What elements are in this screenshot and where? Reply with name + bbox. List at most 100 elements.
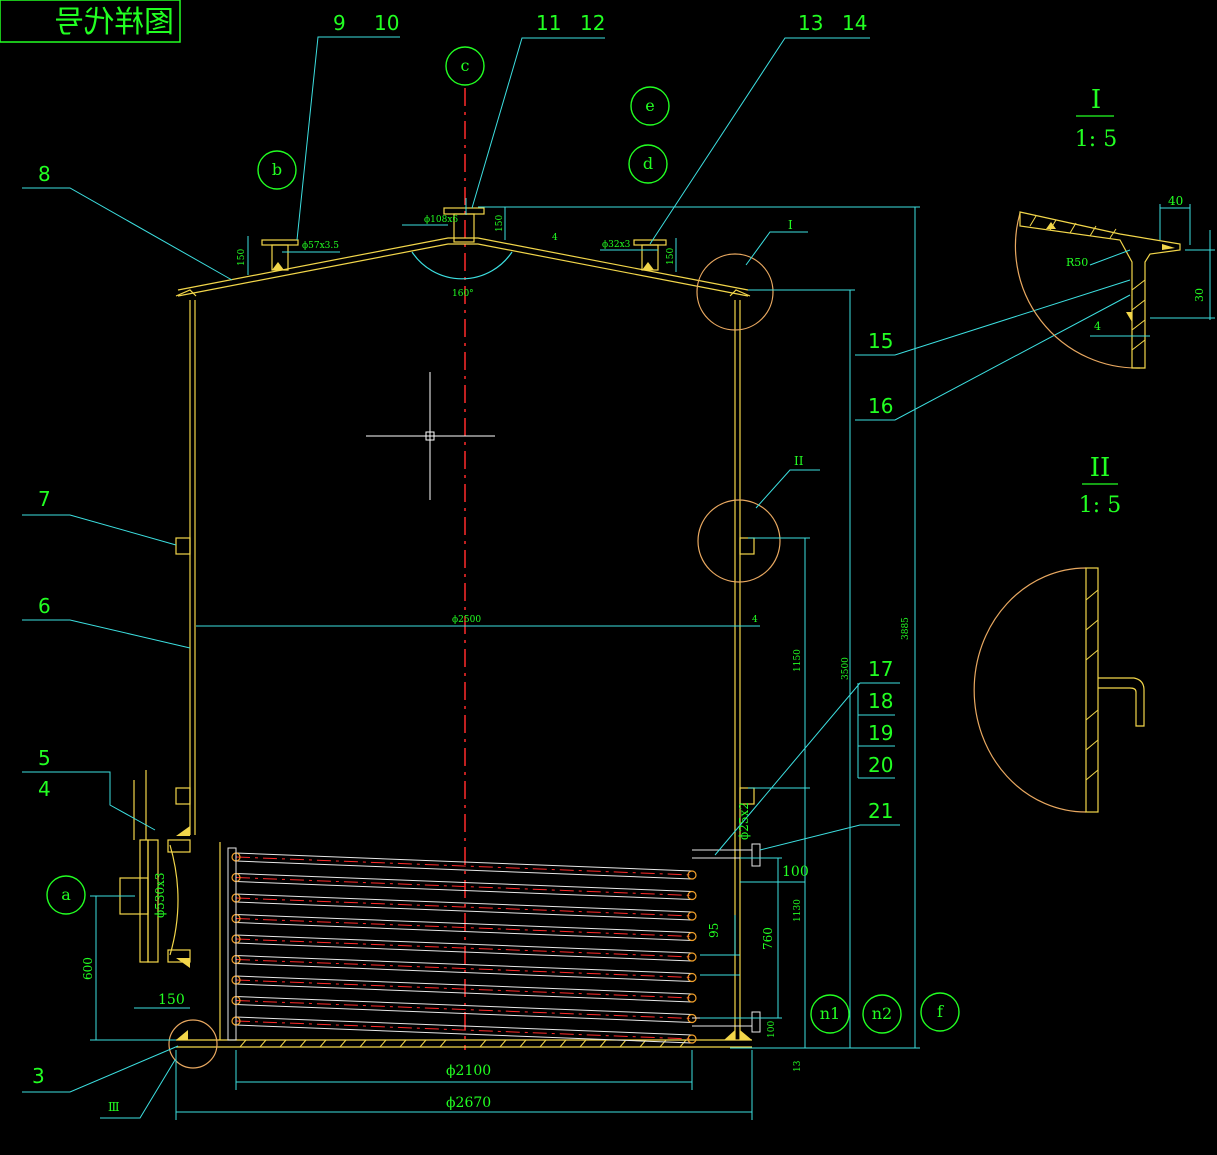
detail-circle-ii [697, 499, 781, 583]
part-number-17: 17 [868, 657, 893, 681]
part-number-6: 6 [38, 594, 51, 618]
coil-tube [235, 996, 693, 1023]
dim-760: 760 [761, 927, 775, 950]
coil-tube [235, 852, 693, 880]
conical-roof [177, 237, 749, 291]
coil-tube-centerline [235, 1000, 693, 1019]
dim-100: 100 [782, 864, 809, 880]
title-box: 图样代号 [0, 0, 181, 43]
coil-tube [235, 1016, 693, 1044]
coil-tube [235, 975, 693, 1003]
coil-tube-centerline [235, 856, 693, 876]
part-number-7: 7 [38, 487, 51, 511]
part-number-5: 5 [38, 746, 51, 770]
detail-i: I 1: 5 40 R50 30 4 [1014, 85, 1215, 369]
part-number-11: 11 [536, 11, 561, 35]
detail-ii-scale: 1: 5 [1079, 493, 1121, 518]
detail-i-dim-r50: R50 [1066, 256, 1088, 269]
coil-bend [687, 931, 697, 942]
circle-label-f-ring [920, 992, 960, 1032]
part-number-19: 19 [868, 721, 893, 745]
dim-150-width: 150 [158, 992, 185, 1008]
dim-100-bottom: 100 [767, 1021, 777, 1038]
dim-150-d: 150 [666, 248, 676, 265]
part-number-21: 21 [868, 799, 893, 823]
dim-manhole: ϕ530x3 [153, 873, 167, 919]
part-number-15: 15 [868, 329, 893, 353]
circle-label-n2: n2 [872, 1004, 892, 1023]
dim-coil-diameter: ϕ2100 [446, 1063, 491, 1079]
crosshair-cursor-icon [366, 372, 495, 500]
coil-inlet-outlet [692, 843, 761, 1033]
detail-ref-i: I [788, 218, 793, 232]
vessel-body [119, 207, 755, 1048]
coil-tube [235, 893, 693, 921]
dim-nozzle-c: ϕ108x6 [424, 215, 458, 225]
dim-shell-diameter: ϕ2500 [452, 615, 481, 625]
part-number-10: 10 [374, 11, 399, 35]
side-nozzle-7 [175, 537, 191, 555]
coil-bend [687, 993, 697, 1003]
part-number-4: 4 [38, 777, 51, 801]
detail-i-scale: 1: 5 [1075, 127, 1117, 152]
title-box-text: 图样代号 [54, 5, 174, 40]
coil-tube [235, 914, 693, 941]
detail-i-title: I [1091, 85, 1101, 115]
coil-bend [687, 952, 697, 962]
detail-i-dim-4: 4 [1094, 320, 1101, 333]
part-number-12: 12 [580, 11, 605, 35]
circle-label-d: d [643, 154, 653, 173]
part-number-9: 9 [333, 11, 346, 35]
coil-bend [687, 911, 697, 921]
dim-base-diameter: ϕ2670 [446, 1095, 491, 1111]
nozzle-b [261, 239, 299, 246]
circle-label-c-ring [445, 46, 485, 86]
circle-label-c: c [461, 56, 470, 75]
nozzle-c [443, 207, 485, 215]
coil-tube-centerline [235, 979, 693, 999]
coil-bend [687, 890, 697, 901]
detail-circle-i [696, 253, 774, 331]
dim-coil-height: 1130 [793, 899, 803, 922]
dim-150-b: 150 [237, 249, 247, 266]
dim-wall: 4 [752, 615, 758, 625]
dim-95: 95 [707, 923, 721, 938]
coil-tube-centerline [235, 897, 693, 917]
dim-13: 13 [793, 1060, 803, 1072]
part-number-18: 18 [868, 689, 893, 713]
detail-i-dim-40: 40 [1168, 194, 1183, 208]
dim-upper-height: 1150 [793, 649, 803, 672]
coil-tube [235, 955, 693, 982]
circle-label-n2-ring [862, 994, 902, 1034]
nozzle-d [633, 239, 667, 246]
bottom-hatch [239, 1039, 687, 1048]
roof-angle-arc [411, 251, 513, 280]
coil-bend [687, 870, 697, 880]
detail-ref-ii: II [794, 454, 804, 468]
dim-600: 600 [81, 957, 95, 980]
circle-label-e: e [645, 96, 654, 115]
coil-tube-centerline [235, 959, 693, 978]
dim-nozzle-b: ϕ57x3.5 [302, 241, 339, 251]
part-number-20: 20 [868, 753, 893, 777]
part-number-13: 13 [798, 11, 823, 35]
part-number-8: 8 [38, 162, 51, 186]
dim-150-c: 150 [495, 215, 505, 232]
circle-label-f: f [937, 1002, 944, 1021]
part-number-3: 3 [32, 1064, 45, 1088]
detail-ii-title: II [1090, 453, 1111, 483]
detail-circle-iii [168, 1019, 218, 1069]
detail-ref-iii: Ⅲ [108, 1100, 120, 1114]
dim-roof-slope: 4 [552, 233, 558, 243]
coil-tube-centerline [235, 938, 693, 958]
circle-label-a-ring [46, 875, 86, 915]
coil-bend [687, 972, 697, 983]
dim-total-height: 3885 [901, 617, 911, 640]
dim-roof-angle: 160° [452, 289, 474, 299]
part-number-14: 14 [842, 11, 867, 35]
circle-label-a: a [61, 885, 71, 904]
detail-i-dim-30: 30 [1193, 288, 1206, 302]
circle-label-e-ring [630, 86, 670, 126]
coil-bend [687, 1034, 697, 1044]
